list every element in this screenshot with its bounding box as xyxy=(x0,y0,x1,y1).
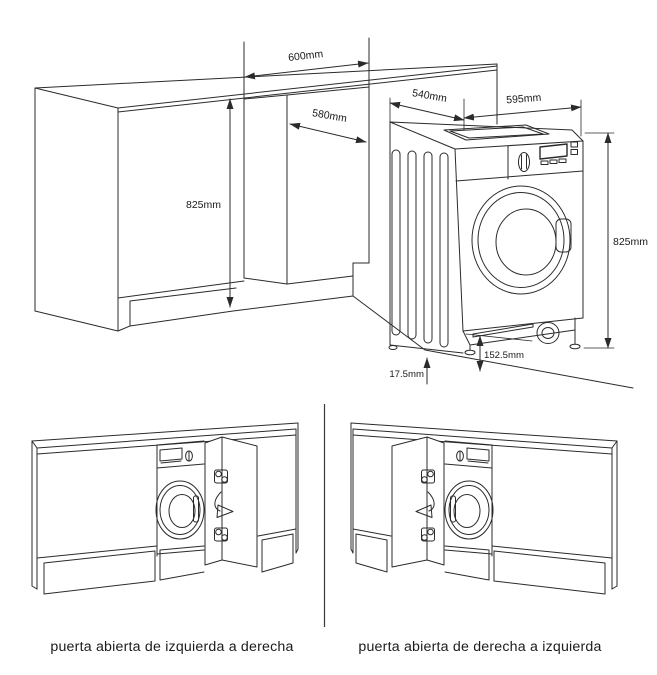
display-panel xyxy=(539,143,568,160)
button xyxy=(540,160,549,165)
dim-machine-height: 825mm xyxy=(583,132,648,349)
dim-label-niche-width: 600mm xyxy=(288,48,324,64)
filter-cap-icon xyxy=(536,322,560,344)
door-swing-left-diagram xyxy=(31,422,299,595)
door-handle xyxy=(555,218,572,253)
dim-niche-height: 825mm xyxy=(186,98,234,308)
dim-label-niche-height: 825mm xyxy=(186,199,221,211)
dim-label-foot-clearance: 17.5mm xyxy=(389,369,424,380)
dim-niche-depth: 580mm xyxy=(289,107,367,144)
dim-niche-width: 600mm xyxy=(244,48,369,80)
dim-foot-clearance: 17.5mm xyxy=(389,357,431,385)
dim-label-machine-depth: 540mm xyxy=(411,87,448,105)
left-view-caption: puerta abierta de izquierda a derecha xyxy=(50,639,293,655)
side-vent-slots xyxy=(391,149,449,348)
button xyxy=(570,141,578,148)
adjustable-feet xyxy=(388,330,581,356)
floor-line xyxy=(352,295,634,389)
program-knob-icon xyxy=(518,152,530,172)
button xyxy=(570,149,578,155)
button xyxy=(549,159,558,164)
service-plinth xyxy=(462,317,576,346)
dim-label-niche-depth: 580mm xyxy=(311,107,348,125)
dim-label-base-height: 152.5mm xyxy=(484,350,524,361)
right-view-caption: puerta abierta de derecha a izquierda xyxy=(358,639,601,655)
dim-machine-width: 595mm xyxy=(463,92,582,137)
button xyxy=(558,158,567,163)
control-panel xyxy=(518,141,578,172)
dim-base-height: 152.5mm xyxy=(465,333,533,372)
lid-recess xyxy=(443,124,550,141)
door-swing-right-diagram xyxy=(350,422,618,595)
dim-label-machine-width: 595mm xyxy=(506,92,542,107)
counter-cabinet xyxy=(34,63,498,332)
installation-diagram: 600mm 580mm 825mm xyxy=(34,37,648,389)
dim-label-machine-height: 825mm xyxy=(613,236,648,248)
washing-machine xyxy=(388,121,584,356)
installation-niche xyxy=(243,37,370,297)
porthole-door xyxy=(471,185,572,295)
